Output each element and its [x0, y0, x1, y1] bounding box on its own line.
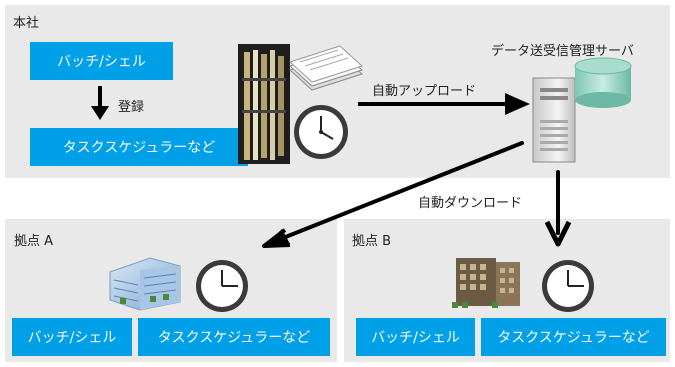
upload-label: 自動アップロード — [372, 84, 477, 99]
download-arrow-b — [544, 170, 572, 247]
hq-scheduler-box: タスクスケジュラーなど — [30, 128, 248, 166]
branch-a-batch-box: バッチ/シェル — [12, 318, 132, 356]
branch-b-title: 拠点 B — [352, 234, 392, 249]
server-title: データ送受信管理サーバ — [491, 44, 634, 59]
branch-b-scheduler-box: タスクスケジュラーなど — [481, 318, 666, 356]
document-icon — [289, 45, 363, 91]
clock-icon — [294, 105, 348, 159]
server-rack-icon — [238, 44, 290, 164]
download-label: 自動ダウンロード — [418, 196, 523, 211]
branch-a-title: 拠点 A — [14, 234, 54, 249]
download-arrow-a — [262, 141, 524, 248]
hq-batch-box: バッチ/シェル — [30, 42, 173, 80]
branch-a-clock-icon — [196, 260, 248, 312]
server-tower-icon — [532, 57, 632, 163]
register-arrow — [91, 86, 109, 120]
hq-title: 本社 — [13, 16, 40, 31]
office-building-b-icon — [452, 258, 520, 308]
register-label: 登録 — [118, 100, 145, 115]
branch-b-batch-box: バッチ/シェル — [356, 318, 475, 356]
upload-arrow — [358, 93, 530, 115]
branch-a-scheduler-box: タスクスケジュラーなど — [138, 318, 330, 356]
branch-b-clock-icon — [542, 260, 594, 312]
office-building-icon — [109, 257, 181, 311]
